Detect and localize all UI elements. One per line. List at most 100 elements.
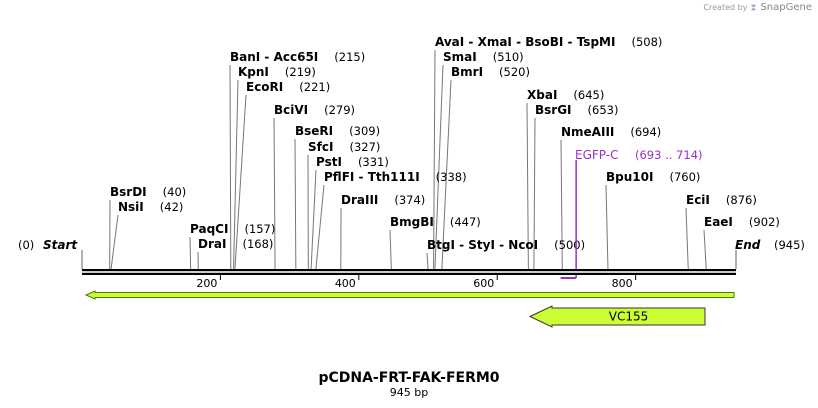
enzyme-position: (508) <box>631 35 662 49</box>
cut-site-label[interactable]: NsiI (42) <box>118 200 183 214</box>
cut-site-label[interactable]: BsrGI(653) <box>535 103 618 117</box>
cut-site-label[interactable]: DraI (168) <box>198 237 273 251</box>
cut-site-label[interactable]: Bpu10I (760) <box>606 170 700 184</box>
cut-site-line <box>189 236 192 270</box>
created-by-label: Created by <box>703 3 748 12</box>
cut-site-line <box>426 252 429 270</box>
enzyme-position: (331) <box>358 155 389 169</box>
enzyme-name: BmrI <box>451 65 483 79</box>
cut-site-label[interactable]: EciI (876) <box>686 193 757 207</box>
cut-site-line <box>433 49 436 270</box>
enzyme-position: (374) <box>394 193 425 207</box>
enzyme-name: NsiI <box>118 200 144 214</box>
cut-site-line <box>233 79 239 270</box>
cut-site-line <box>234 94 247 270</box>
enzyme-name: BseRI <box>295 124 333 138</box>
enzyme-name: EcoRI <box>246 80 283 94</box>
enzyme-position: (215) <box>334 50 365 64</box>
cut-site-line <box>294 138 297 270</box>
enzyme-name: AvaI - XmaI - BsoBI - TspMI <box>435 35 615 49</box>
cut-site-label[interactable]: PaqCI(157) <box>190 222 275 236</box>
enzyme-name: PstI <box>316 155 342 169</box>
cut-site-label[interactable]: DraIII (374) <box>341 193 425 207</box>
ruler-tick-label: 800 <box>612 277 633 290</box>
cut-site-line <box>703 229 707 270</box>
cut-site-label[interactable]: BciVI(279) <box>274 103 355 117</box>
end-label: End <box>735 238 761 252</box>
enzyme-position: (902) <box>749 215 780 229</box>
enzyme-position: (876) <box>726 193 757 207</box>
map-length: 945 bp <box>390 386 428 399</box>
cut-site-label[interactable]: BseRI(309) <box>295 124 380 138</box>
features: VC155 <box>84 290 735 328</box>
cut-site-label[interactable]: XbaI(645) <box>527 88 604 102</box>
enzyme-position: (42) <box>160 200 184 214</box>
snapgene-wordmark: SnapGene <box>760 2 812 13</box>
cut-site-label[interactable]: PstI (331) <box>316 155 389 169</box>
enzyme-position: (40) <box>163 185 187 199</box>
end-position: (945) <box>774 238 805 252</box>
cut-site-label[interactable]: SmaI (510) <box>443 50 524 64</box>
enzyme-name: BanI - Acc65I <box>230 50 318 64</box>
cut-site-label[interactable]: BtgI - StyI - NcoI (500) <box>427 238 585 252</box>
enzyme-position: (645) <box>573 88 604 102</box>
cut-site-label[interactable]: KpnI (219) <box>238 65 316 79</box>
backbone-gap <box>82 271 736 273</box>
cut-site-line <box>605 184 609 270</box>
cut-site-label[interactable]: AvaI - XmaI - BsoBI - TspMI (508) <box>435 35 662 49</box>
enzyme-name: SmaI <box>443 50 477 64</box>
enzyme-name: BsrGI <box>535 103 572 117</box>
enzyme-name: EaeI <box>704 215 733 229</box>
enzyme-position: (510) <box>493 50 524 64</box>
enzyme-position: (520) <box>499 65 530 79</box>
cut-site-line <box>273 117 276 270</box>
ruler-tick-label: 400 <box>335 277 356 290</box>
primer-egfp-c[interactable]: EGFP-C (693 .. 714) <box>560 148 703 279</box>
enzyme-name: BmgBI <box>390 215 434 229</box>
feature-vc155[interactable]: VC155 <box>528 305 706 328</box>
cut-site-line <box>315 184 325 270</box>
enzyme-name: BtgI - StyI - NcoI <box>427 238 538 252</box>
enzyme-name: PflFI - Tth111I <box>324 170 420 184</box>
enzyme-position: (500) <box>554 238 585 252</box>
ruler-tick-label: 200 <box>196 277 217 290</box>
cut-site-label[interactable]: SfcI (327) <box>308 140 380 154</box>
enzyme-position: (168) <box>242 237 273 251</box>
enzyme-position: (219) <box>285 65 316 79</box>
enzyme-position: (221) <box>299 80 330 94</box>
primer-name: EGFP-C <box>575 148 618 162</box>
cut-site-lines <box>109 49 707 270</box>
snapgene-logo-icon <box>751 4 757 11</box>
ruler-ticks: 200 400 600 800 <box>196 275 637 290</box>
cut-site-label[interactable]: PflFI - Tth111I(338) <box>324 170 467 184</box>
enzyme-name: EciI <box>686 193 710 207</box>
cut-site-label[interactable]: BsrDI(40) <box>110 185 186 199</box>
feature-arrow-full[interactable] <box>84 290 735 300</box>
cut-site-label[interactable]: BmrI (520) <box>451 65 530 79</box>
enzyme-name: DraI <box>198 237 226 251</box>
cut-site-label[interactable]: BanI - Acc65I (215) <box>230 50 365 64</box>
cut-site-line <box>110 214 119 270</box>
enzyme-name: KpnI <box>238 65 269 79</box>
enzyme-name: DraIII <box>341 193 378 207</box>
enzyme-position: (327) <box>349 140 380 154</box>
cut-site-line <box>441 79 452 270</box>
cut-site-label[interactable]: EaeI (902) <box>704 215 780 229</box>
brand-watermark: Created by SnapGene <box>703 2 812 13</box>
enzyme-name: SfcI <box>308 140 333 154</box>
primer-range: (693 .. 714) <box>635 148 703 162</box>
start-position: (0) <box>18 238 34 252</box>
enzyme-position: (694) <box>630 125 661 139</box>
start-label: Start <box>43 238 78 252</box>
cut-site-label[interactable]: NmeAIII (694) <box>561 125 661 139</box>
ruler-tick-label: 600 <box>473 277 494 290</box>
enzyme-name: Bpu10I <box>606 170 653 184</box>
enzyme-name: NmeAIII <box>561 125 614 139</box>
cut-site-line <box>560 139 563 270</box>
enzyme-position: (760) <box>669 170 700 184</box>
cut-site-label[interactable]: EcoRI (221) <box>246 80 330 94</box>
enzyme-position: (447) <box>450 215 481 229</box>
cut-site-label[interactable]: BmgBI (447) <box>390 215 481 229</box>
